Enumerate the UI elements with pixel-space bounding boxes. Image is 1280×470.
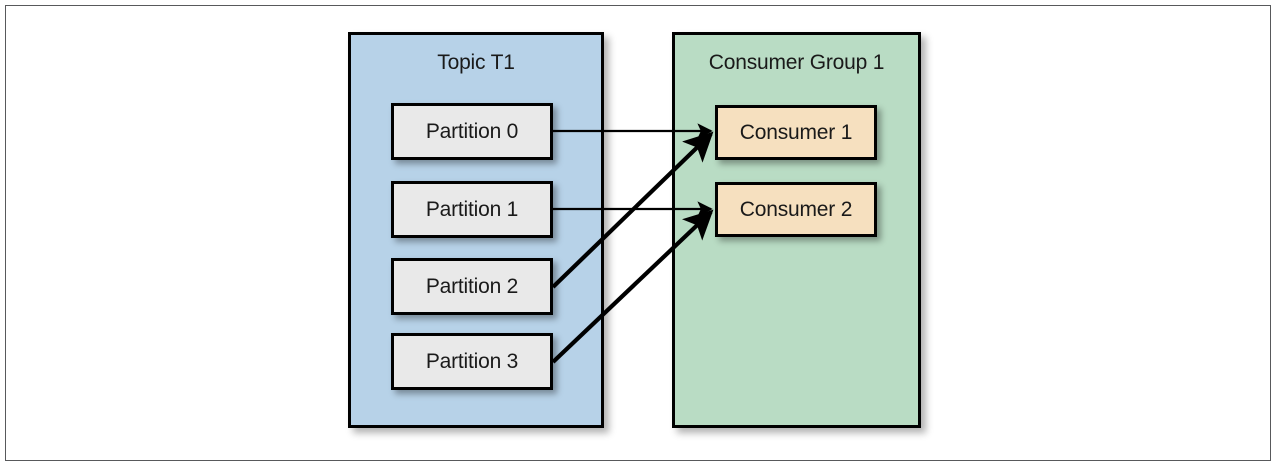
partition-label: Partition 3: [425, 349, 519, 373]
partition-box-2[interactable]: Partition 2: [391, 258, 553, 315]
consumer-box-1[interactable]: Consumer 1: [715, 105, 877, 160]
consumer-group-title: Consumer Group 1: [708, 51, 885, 74]
partition-box-3[interactable]: Partition 3: [391, 333, 553, 390]
partition-label: Partition 0: [425, 119, 519, 143]
consumer-label: Consumer 1: [739, 120, 853, 144]
consumer-label: Consumer 2: [739, 197, 853, 221]
partition-box-1[interactable]: Partition 1: [391, 181, 553, 238]
figure-border: [5, 5, 1271, 461]
partition-label: Partition 1: [425, 197, 519, 221]
partition-label: Partition 2: [425, 274, 519, 298]
partition-box-0[interactable]: Partition 0: [391, 103, 553, 160]
topic-group-title: Topic T1: [437, 51, 515, 74]
consumer-box-2[interactable]: Consumer 2: [715, 182, 877, 237]
